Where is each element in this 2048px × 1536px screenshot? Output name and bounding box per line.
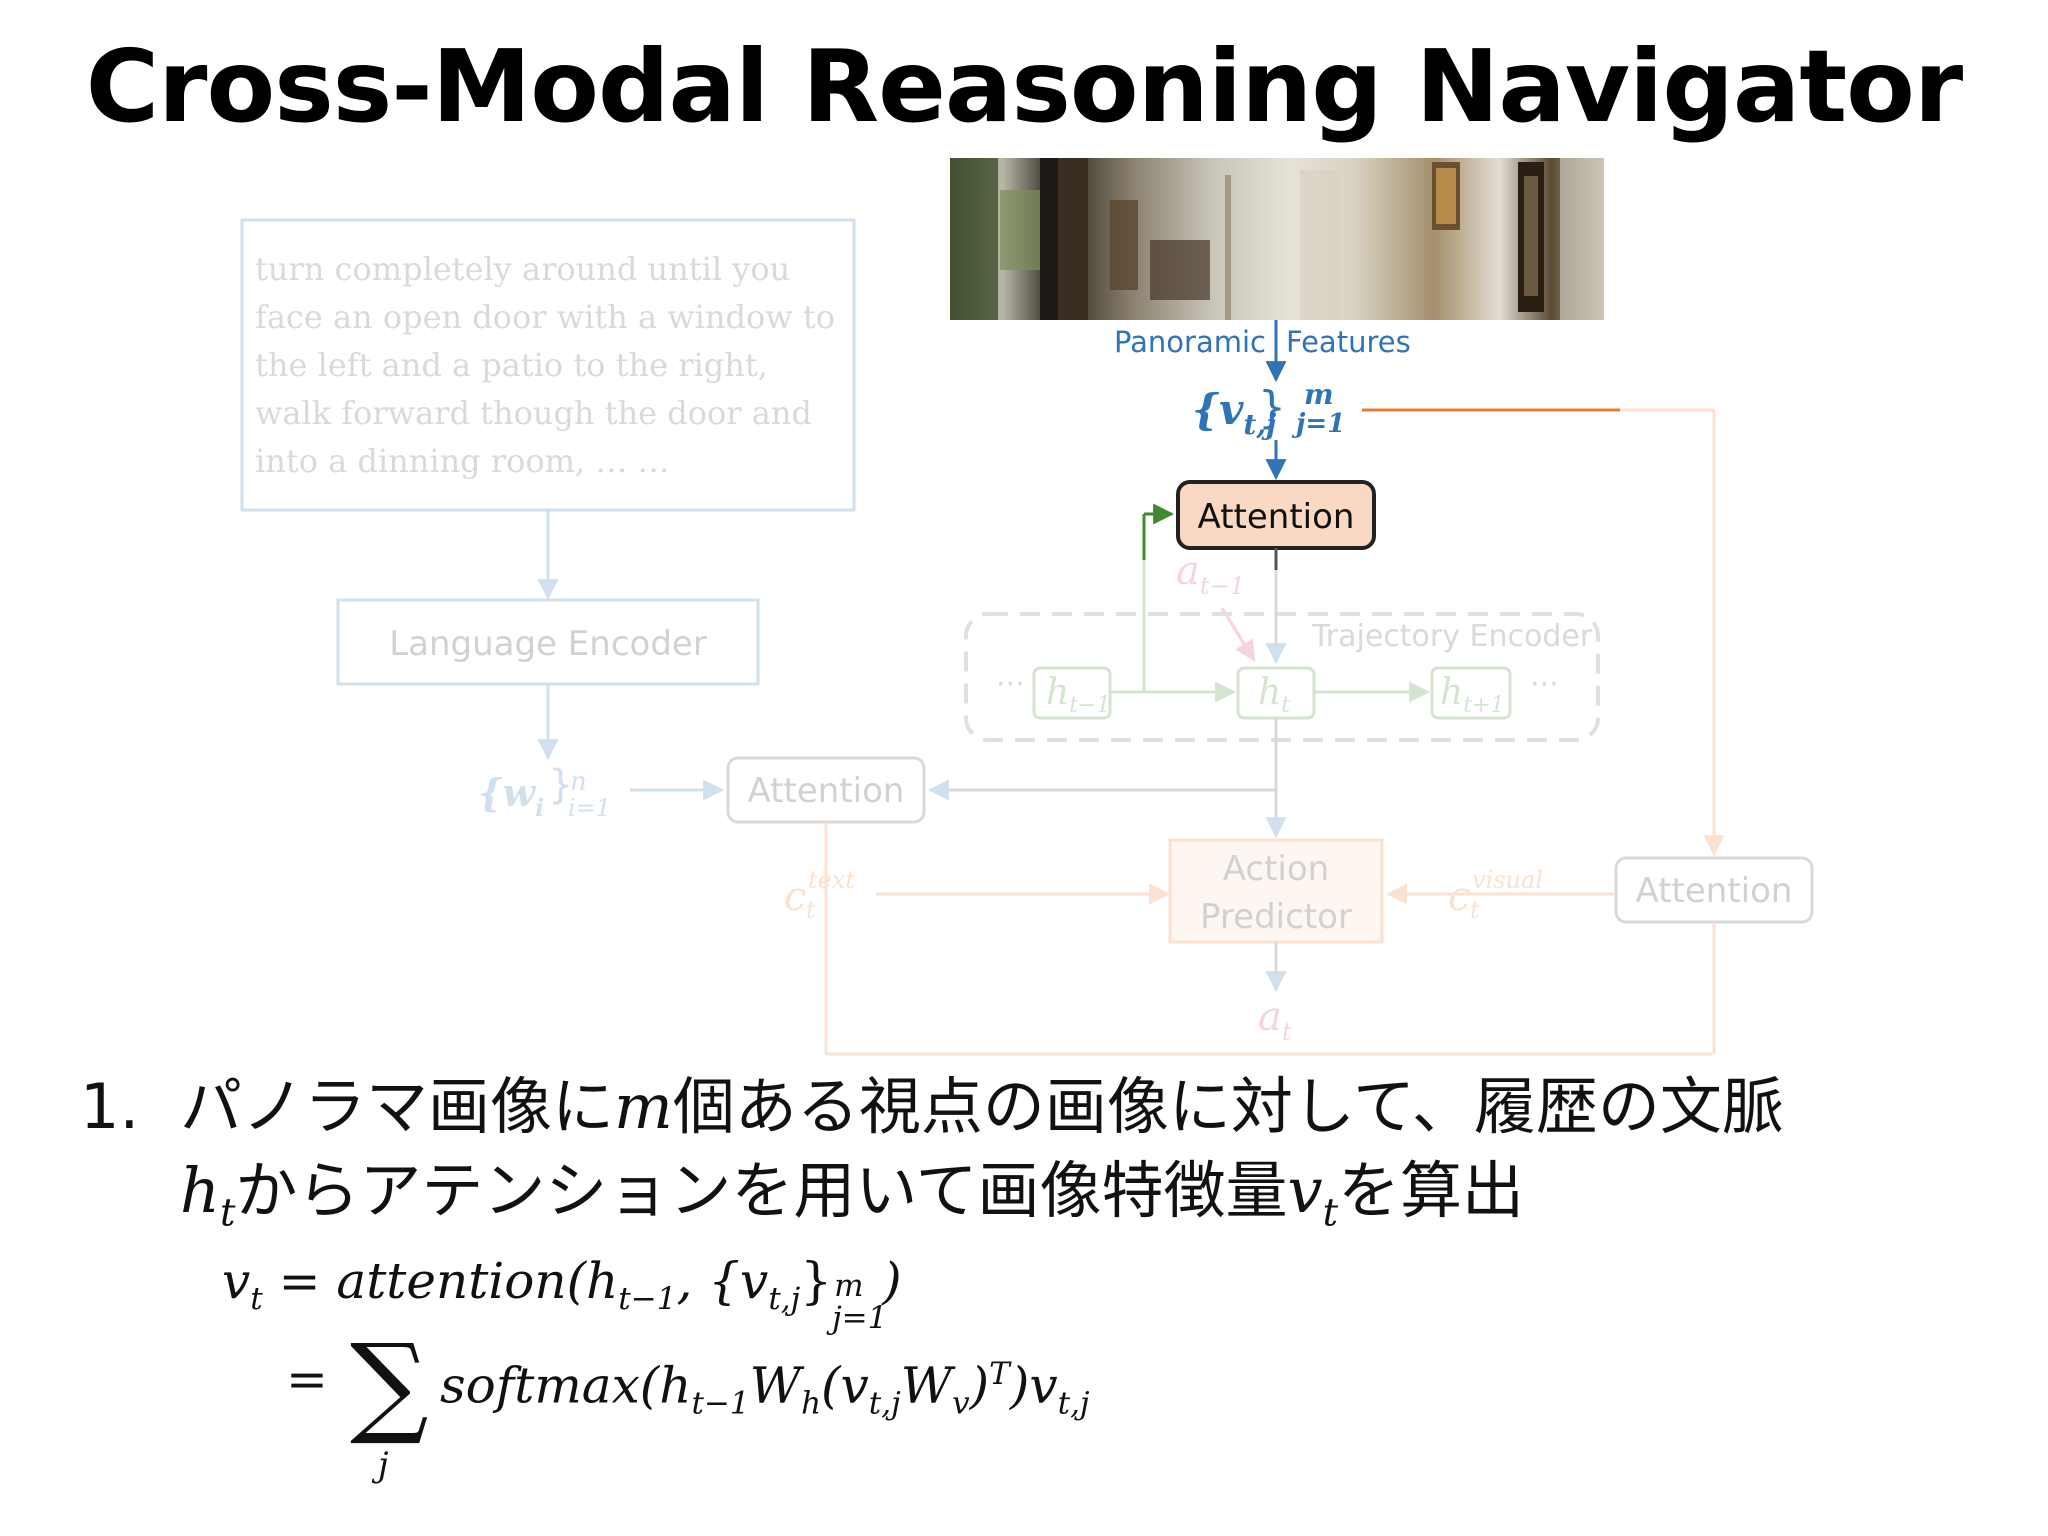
h-prev-box — [1032, 666, 1112, 720]
svg-text:{wi···: {wi··· — [478, 770, 544, 822]
svg-text:}: } — [1258, 382, 1286, 433]
svg-text:}: } — [548, 762, 573, 808]
bullet-line-2: htからアテンションを用いて画像特徴量vtを算出 — [180, 1154, 1525, 1236]
word-features-range: i=1 — [568, 794, 611, 822]
prev-action: a — [1176, 548, 1200, 594]
instruction-line: turn completely around until you — [255, 250, 790, 288]
svg-text:at: at — [1258, 994, 1292, 1046]
sum-index: j — [378, 1445, 389, 1485]
bullet-line-1: パノラマ画像にm個ある視点の画像に対して、履歴の文脈 — [180, 1070, 1784, 1143]
ellipsis-right: ··· — [1530, 667, 1559, 702]
svg-text:{vt,j: {vt,j — [1192, 385, 1276, 441]
svg-text:at−1: at−1 — [1176, 548, 1245, 600]
visual-features-sup: m — [1304, 378, 1334, 411]
sum-symbol: ∑ — [350, 1320, 429, 1448]
language-encoder-box — [336, 598, 760, 686]
visual-context-sub: t — [1470, 896, 1480, 924]
svg-text:c: c — [784, 874, 806, 920]
instruction-box — [240, 218, 856, 512]
text-context-sub: t — [806, 896, 816, 924]
h-cur: h — [1258, 672, 1281, 713]
text-attention-label: Attention — [748, 771, 905, 811]
visual-context-attention-label: Attention — [1636, 871, 1793, 911]
svg-text:ht: ht — [1258, 672, 1290, 718]
action-predictor-label-1: Action — [1223, 849, 1329, 889]
trajectory-encoder-label: Trajectory Encoder — [1311, 619, 1593, 654]
equation-line-2: softmax(ht−1Wh(vt,jWv)T)vt,j — [440, 1356, 1090, 1422]
instruction-line: face an open door with a window to — [255, 298, 835, 336]
action: a — [1258, 994, 1282, 1040]
visual-context: c — [1448, 874, 1470, 920]
equation-line-2-eq: = — [286, 1350, 328, 1408]
word-features: {w — [478, 770, 536, 815]
h-next: h — [1440, 672, 1463, 713]
text-context: c — [784, 874, 806, 920]
svg-text:ht−1: ht−1 — [1046, 672, 1110, 718]
visual-features: {v — [1192, 385, 1244, 434]
ellipsis-left: ··· — [996, 667, 1025, 702]
instruction-line: into a dinning room, … … — [255, 442, 670, 480]
faded-diagram-part: turn completely around until you face an… — [240, 218, 1814, 1056]
page-title: Cross-Modal Reasoning Navigator — [85, 28, 1963, 145]
visual-features-range: j=1 — [1291, 409, 1345, 439]
svg-text:ht+1: ht+1 — [1440, 672, 1504, 718]
trajectory-encoder-box — [964, 612, 1600, 742]
language-encoder-label: Language Encoder — [389, 624, 707, 664]
features-label: Features — [1286, 325, 1411, 359]
highlighted-diagram-part: Panoramic Features {vt,j } m j=1 Attenti… — [950, 158, 1620, 570]
visual-context-sup: visual — [1472, 866, 1543, 894]
visual-attention-label: Attention — [1198, 497, 1355, 537]
svg-text:c: c — [1448, 874, 1470, 920]
instruction-line: walk forward though the door and — [255, 394, 812, 432]
word-features-sup: n — [570, 767, 587, 797]
h-next-box — [1430, 666, 1512, 720]
visual-context-attention-box — [1614, 856, 1814, 924]
h-cur-box — [1236, 666, 1316, 720]
instruction-line: the left and a patio to the right, — [255, 346, 768, 384]
h-prev: h — [1046, 672, 1069, 713]
text-attention-box — [726, 756, 926, 824]
panoramic-label: Panoramic — [1114, 325, 1266, 359]
text-context-sup: text — [808, 866, 855, 894]
action-predictor-box — [1168, 838, 1384, 944]
action-predictor-label-2: Predictor — [1200, 897, 1352, 937]
panorama-image — [950, 158, 1604, 320]
svg-text:turn completely around until y: turn completely around until you face an… — [255, 250, 845, 480]
bullet-number: 1. — [80, 1070, 140, 1143]
